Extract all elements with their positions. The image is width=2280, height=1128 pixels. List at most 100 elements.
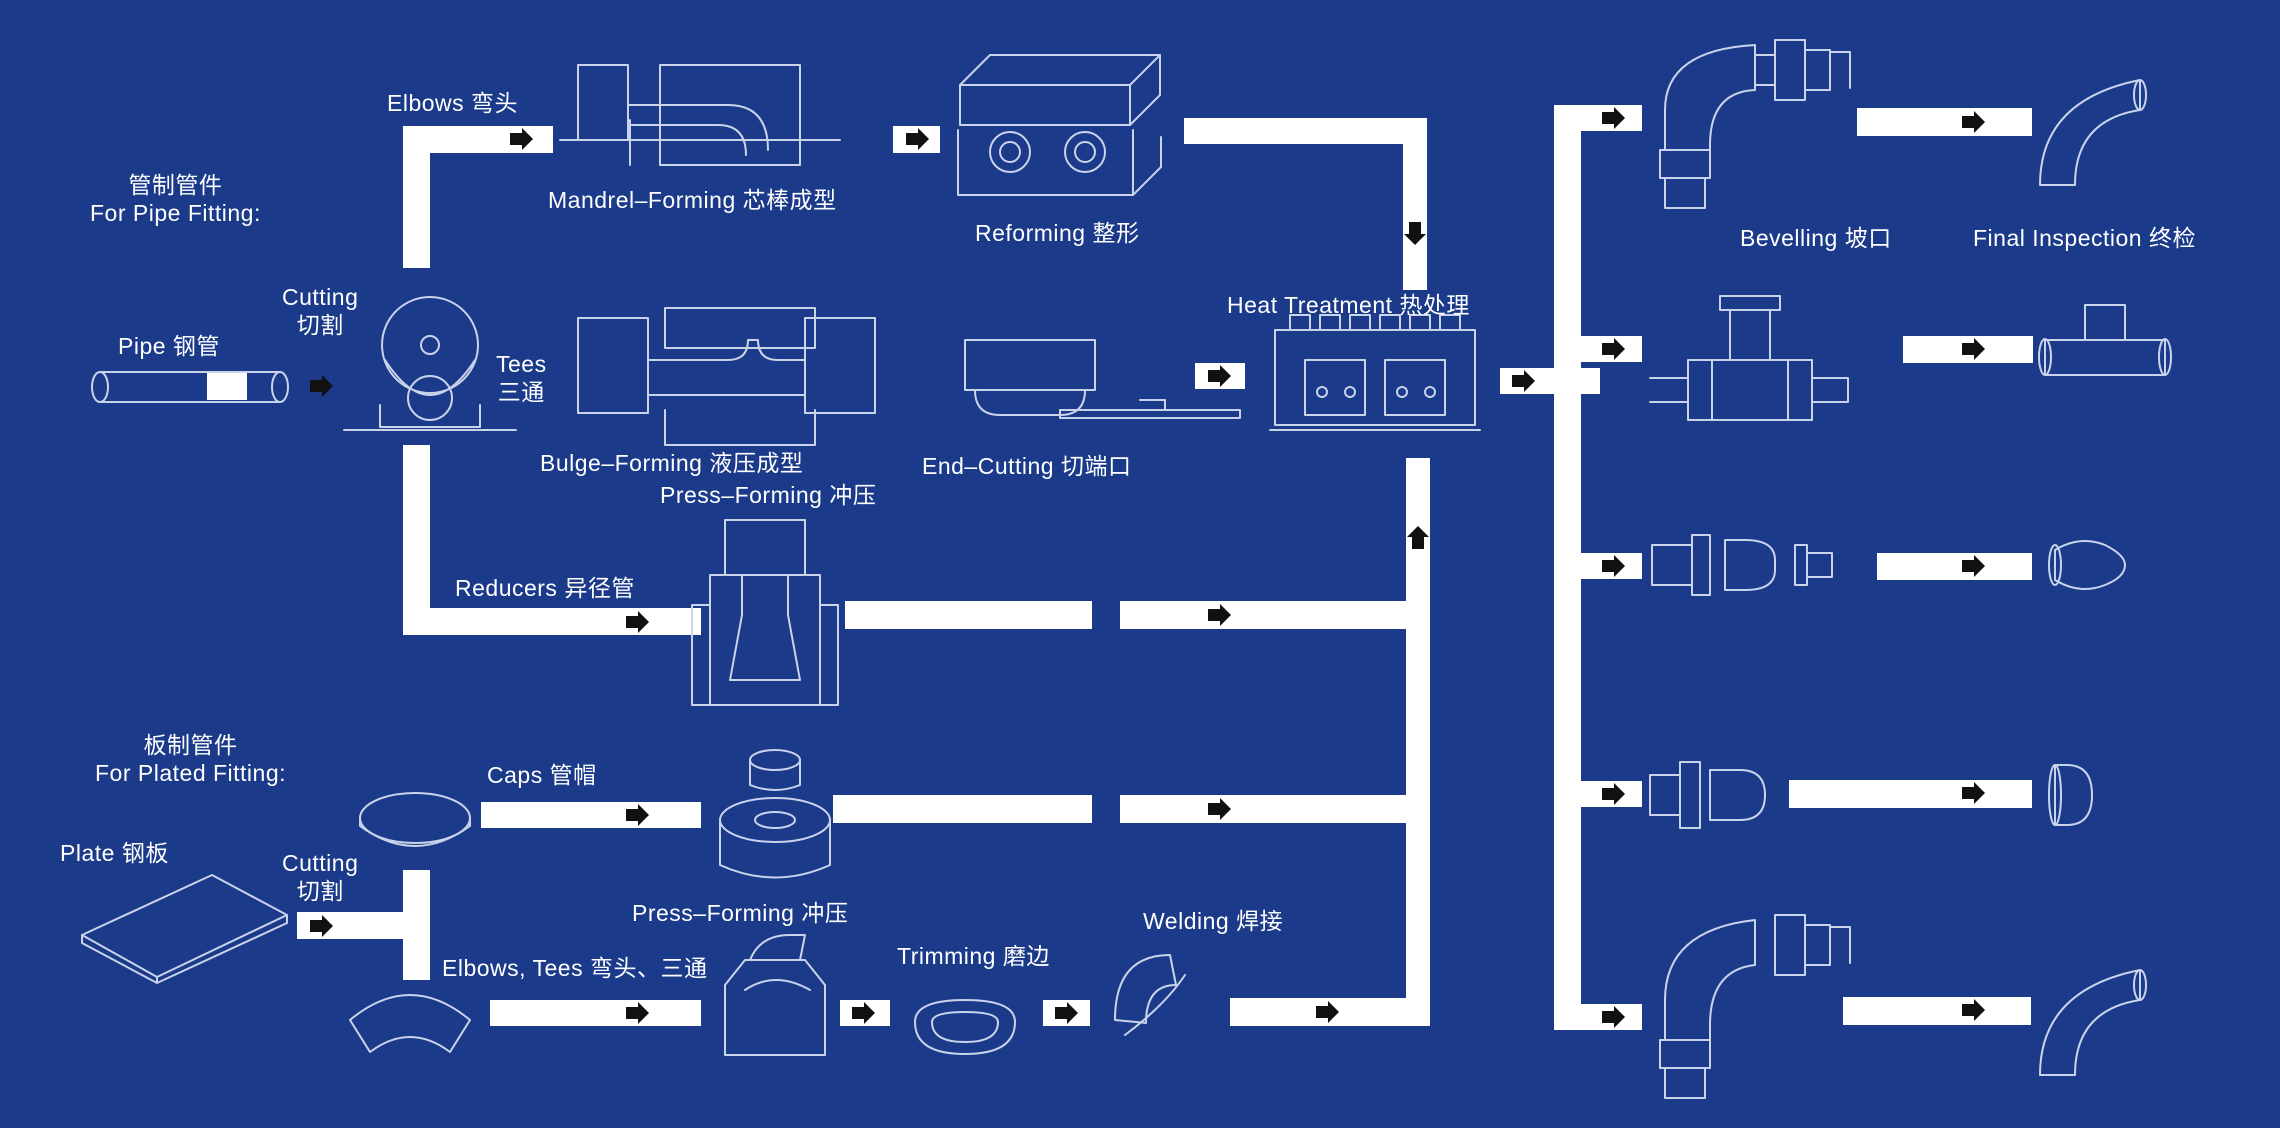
section-pipe-fitting: 管制管件 For Pipe Fitting: — [90, 172, 261, 227]
label-elbows-tees: Elbows, Tees 弯头、三通 — [442, 955, 708, 981]
label-cutting-pipe-cn: 切割 — [296, 311, 344, 338]
label-tees-cn: 三通 — [497, 378, 545, 405]
connector — [1554, 1004, 1642, 1030]
arrow-right-icon — [1208, 798, 1231, 820]
arrow-right-icon — [1962, 782, 1985, 804]
connector — [490, 1000, 701, 1026]
bevel-cap-icon — [1649, 761, 1766, 829]
section-pipe-cn: 管制管件 — [128, 172, 223, 198]
reforming-die-icon — [957, 54, 1162, 196]
arrow-right-icon — [626, 804, 649, 826]
label-welding: Welding 焊接 — [1143, 908, 1284, 934]
connector — [481, 802, 701, 828]
arrow-right-icon — [1512, 370, 1535, 392]
arrow-right-icon — [1962, 999, 1985, 1021]
final-tee-icon — [2038, 304, 2172, 376]
arrow-right-icon — [1602, 555, 1625, 577]
arrow-right-icon — [906, 128, 929, 150]
section-pipe-en: For Pipe Fitting: — [90, 199, 261, 226]
connector — [1554, 336, 1642, 362]
plate-icon — [81, 874, 288, 984]
bevel-elbow-icon — [1659, 39, 1851, 209]
connector — [1184, 118, 1427, 144]
arrow-right-icon — [1962, 555, 1985, 577]
section-plate-en: For Plated Fitting: — [95, 759, 287, 786]
cap-press-icon — [719, 749, 831, 879]
label-cutting-pipe-en: Cutting — [282, 284, 359, 310]
arrow-right-icon — [310, 375, 333, 397]
connector — [1554, 105, 1642, 131]
label-elbows: Elbows 弯头 — [387, 90, 519, 116]
label-end-cutting: End–Cutting 切端口 — [922, 453, 1132, 479]
pipe-cutting-machine-icon — [343, 296, 517, 431]
bulge-press-icon — [577, 307, 876, 446]
arc-blank-icon — [349, 994, 471, 1053]
label-final-inspection: Final Inspection 终检 — [1973, 225, 2196, 251]
label-pipe: Pipe 钢管 — [118, 333, 220, 359]
connector — [1789, 780, 2032, 808]
label-bulge-forming: Bulge–Forming 液压成型 — [540, 450, 804, 476]
arrow-right-icon — [1602, 1006, 1625, 1028]
connector — [1120, 795, 1410, 823]
connector — [1120, 601, 1420, 629]
bevel-tee-icon — [1649, 295, 1849, 421]
arrow-down-icon — [1404, 222, 1426, 245]
arrow-right-icon — [1602, 107, 1625, 129]
label-bevelling: Bevelling 坡口 — [1740, 225, 1892, 251]
connector — [1843, 997, 2031, 1025]
connector — [1554, 553, 1642, 579]
heat-treatment-furnace-icon — [1269, 314, 1481, 431]
final-elbow-icon — [2039, 79, 2147, 186]
connector — [1406, 458, 1430, 1025]
arrow-right-icon — [1208, 604, 1231, 626]
connector — [1554, 781, 1642, 807]
arrow-right-icon — [1055, 1002, 1078, 1024]
arrow-right-icon — [510, 128, 533, 150]
connector — [403, 445, 430, 635]
connector — [403, 870, 430, 980]
arrow-right-icon — [1962, 111, 1985, 133]
label-cutting-pipe: Cutting 切割 — [282, 284, 358, 339]
label-reducers: Reducers 异径管 — [455, 575, 635, 601]
final-cap-icon — [2048, 764, 2093, 826]
arrow-right-icon — [1316, 1001, 1339, 1023]
arrow-right-icon — [626, 1002, 649, 1024]
section-plate-fitting: 板制管件 For Plated Fitting: — [95, 732, 286, 787]
bevel-elbow-icon — [1659, 914, 1851, 1099]
label-caps: Caps 管帽 — [487, 762, 597, 788]
mandrel-machine-icon — [559, 64, 841, 166]
label-press-forming-top: Press–Forming 冲压 — [660, 482, 877, 508]
arrow-up-icon — [1407, 526, 1429, 549]
label-reforming: Reforming 整形 — [975, 220, 1140, 246]
arrow-right-icon — [1602, 783, 1625, 805]
section-plate-cn: 板制管件 — [143, 732, 238, 758]
connector — [403, 608, 701, 635]
connector — [1877, 553, 2032, 580]
arrow-right-icon — [626, 611, 649, 633]
connector — [1857, 108, 2032, 136]
label-mandrel-forming: Mandrel–Forming 芯棒成型 — [548, 187, 837, 213]
arrow-right-icon — [852, 1002, 875, 1024]
final-reducer-icon — [2048, 540, 2126, 590]
label-cutting-plate-cn: 切割 — [296, 877, 344, 904]
cap-blank-icon — [359, 792, 471, 847]
label-plate: Plate 钢板 — [60, 840, 169, 866]
end-cutting-icon — [964, 339, 1241, 419]
label-tees: Tees 三通 — [496, 351, 547, 406]
connector — [207, 372, 247, 400]
arrow-right-icon — [310, 915, 333, 937]
label-heat-treatment: Heat Treatment 热处理 — [1227, 292, 1470, 318]
welded-elbow-icon — [1114, 954, 1186, 1036]
final-elbow-icon — [2039, 969, 2147, 1076]
label-trimming: Trimming 磨边 — [897, 943, 1050, 969]
trimmed-ring-icon — [914, 999, 1016, 1055]
connector — [1403, 118, 1427, 290]
label-press-forming-bottom: Press–Forming 冲压 — [632, 900, 849, 926]
connector — [833, 795, 1092, 823]
arrow-right-icon — [1208, 365, 1231, 387]
pipe-icon — [91, 371, 289, 403]
label-cutting-plate-en: Cutting — [282, 850, 359, 876]
connector — [845, 601, 1092, 629]
